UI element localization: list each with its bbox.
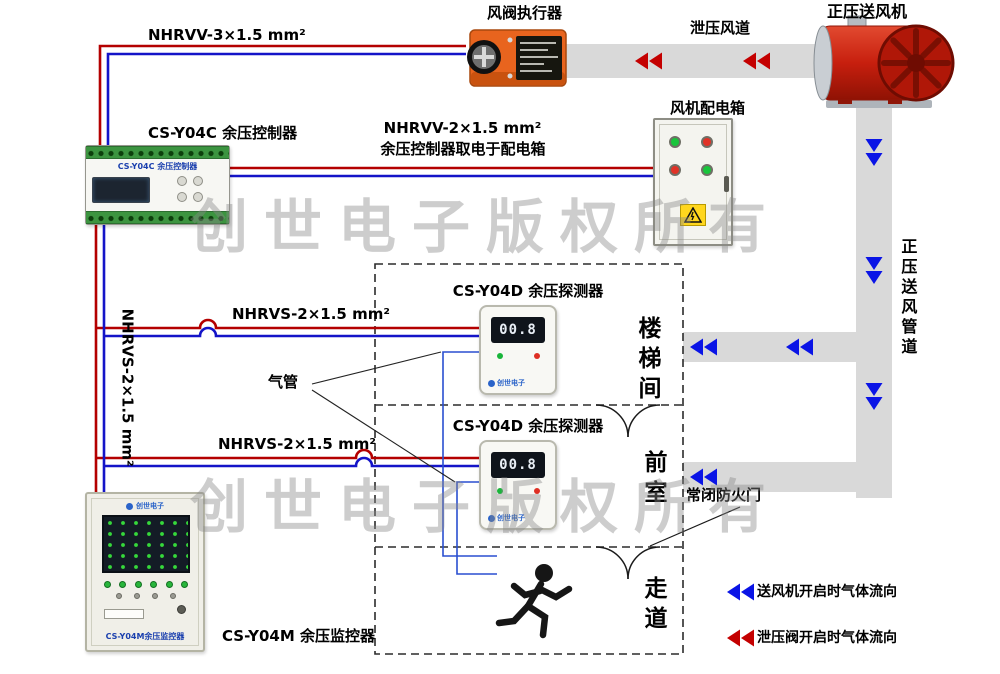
monitor-button [165, 581, 173, 588]
detector-1-brand: 创世电子 [488, 378, 525, 388]
detector-2-brand: 创世电子 [488, 513, 525, 523]
controller-lcd-screen [92, 177, 150, 203]
monitor-panel-label: CS-Y04M余压监控器 [105, 632, 185, 641]
door-symbols [595, 404, 741, 580]
air-tubes [442, 351, 497, 575]
door-handle [724, 176, 729, 192]
label-monitor-cable: NHRVS-2×1.5 mm² [118, 308, 137, 467]
detector-1-leds [481, 353, 555, 359]
air-tube-leader-lines [311, 351, 456, 483]
label-power-cable: NHRVV-2×1.5 mm² [383, 119, 542, 137]
monitor-button-row-2 [116, 593, 176, 599]
monitor-button [152, 593, 158, 599]
monitor-button [150, 581, 158, 588]
indicator-lamp-red [701, 136, 713, 148]
running-person-icon [495, 564, 573, 639]
detector-2-leds [481, 488, 555, 494]
warning-triangle-icon [684, 207, 702, 223]
label-detector-1: CS-Y04D 余压探测器 [452, 282, 604, 300]
alarm-led-red [533, 488, 540, 494]
fire-door-leader-line [649, 506, 741, 547]
alarm-led-red [533, 353, 540, 359]
label-detector2-cable: NHRVS-2×1.5 mm² [218, 435, 376, 453]
controller-button [192, 192, 203, 202]
label-relief-duct: 泄压风道 [690, 19, 751, 37]
red-wires [94, 44, 653, 492]
room-label-corridor: 走道 [640, 576, 666, 636]
monitor-brand-text: 创世电子 [136, 502, 164, 510]
controller-face: CS-Y04C 余压控制器 [86, 159, 229, 211]
label-fire-door: 常闭防火门 [686, 486, 762, 504]
pressure-detector-2: 00.8 创世电子 [479, 440, 557, 530]
monitor-button [170, 593, 176, 599]
monitor-button [180, 581, 188, 588]
controller-button [176, 192, 187, 202]
label-monitor: CS-Y04M 余压监控器 [222, 627, 375, 645]
legend-relief-text: 泄压阀开启时气体流向 [757, 630, 897, 646]
warning-sticker [680, 204, 706, 226]
label-air-tube: 气管 [268, 373, 299, 391]
air-ducts [563, 44, 892, 498]
monitor-button [134, 593, 140, 599]
room-label-front-room: 前室 [640, 450, 666, 510]
detector-brand-text: 创世电子 [497, 379, 525, 387]
label-detector1-cable: NHRVS-2×1.5 mm² [232, 305, 390, 323]
blue-wires [102, 52, 653, 492]
label-supply-duct: 正压送风管道 [898, 238, 918, 358]
monitor-button-row [104, 581, 188, 588]
label-damper-actuator: 风阀执行器 [487, 4, 563, 22]
monitor-door: 创世电子 CS-Y04M余压监控器 [91, 498, 199, 646]
label-supply-fan: 正压送风机 [827, 2, 908, 21]
detector-2-display: 00.8 [491, 452, 545, 478]
pressure-detector-1: 00.8 创世电子 [479, 305, 557, 395]
monitor-brand: 创世电子 [92, 501, 198, 511]
monitor-cabinet: 创世电子 CS-Y04M余压监控器 [85, 492, 205, 652]
monitor-paper-slot [104, 609, 144, 619]
legend-supply-text: 送风机开启时气体流向 [757, 584, 897, 600]
fan-blades [881, 28, 951, 98]
monitor-button [134, 581, 142, 588]
brand-logo-icon [488, 379, 495, 387]
controller-button [176, 176, 187, 186]
fan-distribution-box [653, 118, 733, 246]
brand-logo-icon [126, 502, 133, 510]
label-power-note: 余压控制器取电于配电箱 [380, 140, 546, 158]
legend-relief-arrow-icon [727, 629, 754, 647]
label-controller: CS-Y04C 余压控制器 [148, 124, 298, 142]
label-actuator-cable: NHRVV-3×1.5 mm² [148, 26, 306, 44]
controller-terminal-strip-top [86, 146, 229, 159]
monitor-button [116, 593, 122, 599]
controller-buttons [158, 176, 223, 204]
monitor-led-screen [102, 515, 190, 573]
indicator-lamp-green [669, 136, 681, 148]
detector-brand-text: 创世电子 [497, 514, 525, 522]
pushbutton-red [669, 164, 681, 176]
controller-button [192, 176, 203, 186]
room-label-stairwell: 楼梯间 [634, 316, 660, 406]
controller-terminal-strip-bottom [86, 211, 229, 224]
monitor-keyhole [177, 605, 186, 614]
damper-actuator [467, 29, 567, 87]
pushbutton-green [701, 164, 713, 176]
monitor-button [119, 581, 127, 588]
label-detector-2: CS-Y04D 余压探测器 [452, 417, 604, 435]
status-led-green [496, 488, 503, 494]
controller-device: CS-Y04C 余压控制器 [85, 145, 230, 225]
detector-1-display: 00.8 [491, 317, 545, 343]
legend-supply-arrow-icon [727, 583, 754, 601]
controller-panel-title: CS-Y04C 余压控制器 [117, 162, 198, 171]
supply-fan [813, 15, 955, 108]
label-distribution-box: 风机配电箱 [670, 99, 746, 117]
monitor-button [104, 581, 111, 588]
status-led-green [496, 353, 503, 359]
brand-logo-icon [488, 514, 495, 522]
